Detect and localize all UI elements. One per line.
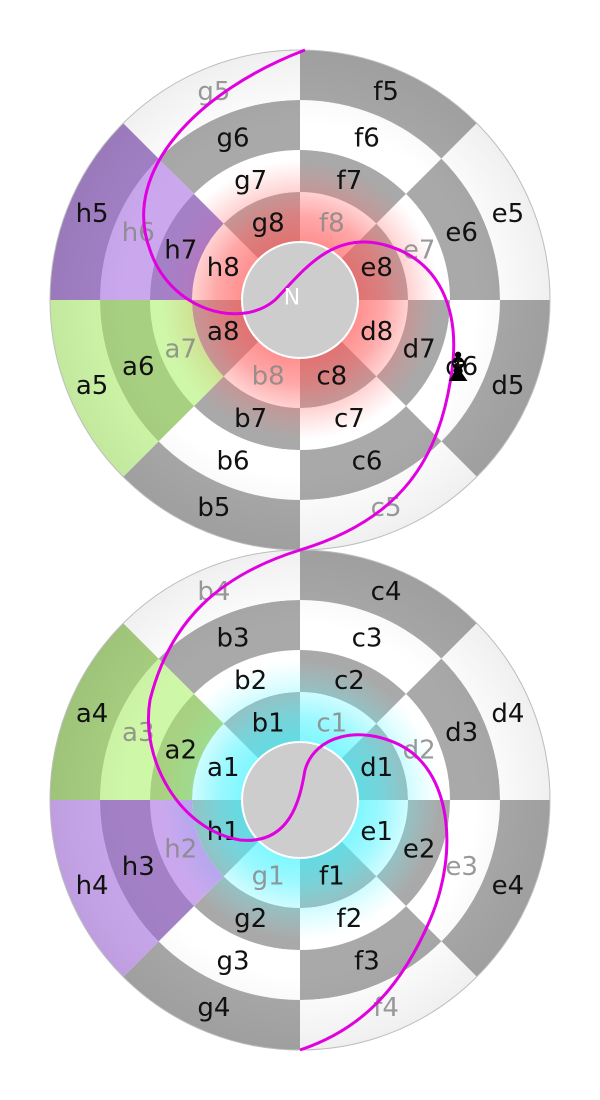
square-label-b1: b1 xyxy=(252,708,285,738)
square-label-f5: f5 xyxy=(373,77,399,107)
lower-board: c1c2c3c4d1d2d3d4e1e2e3e4f1f2f3f4g1g2g3g4… xyxy=(49,549,551,1051)
board-outline xyxy=(49,549,551,1051)
square-label-f2: f2 xyxy=(337,904,363,934)
spiral-move-path xyxy=(142,48,456,1052)
square-label-f4: f4 xyxy=(373,993,399,1023)
square-label-d1: d1 xyxy=(360,753,393,783)
square-label-f6: f6 xyxy=(354,123,380,153)
square-label-h4: h4 xyxy=(76,871,109,901)
square-label-d7: d7 xyxy=(403,334,436,364)
square-label-h8: h8 xyxy=(207,253,240,283)
square-label-g4: g4 xyxy=(197,993,230,1023)
square-label-a1: a1 xyxy=(207,753,239,783)
square-label-g8: g8 xyxy=(252,208,285,238)
square-label-a7: a7 xyxy=(165,334,197,364)
square-label-e1: e1 xyxy=(360,817,393,847)
square-label-h3: h3 xyxy=(122,852,155,882)
square-label-f3: f3 xyxy=(354,947,380,977)
bishop-icon[interactable]: ♝ xyxy=(440,345,476,391)
square-label-g3: g3 xyxy=(216,947,249,977)
square-label-f7: f7 xyxy=(337,166,363,196)
square-label-f1: f1 xyxy=(319,862,345,892)
square-label-b7: b7 xyxy=(234,404,267,434)
square-label-b5: b5 xyxy=(197,493,230,523)
square-label-a2: a2 xyxy=(165,736,197,766)
square-label-c2: c2 xyxy=(334,666,365,696)
square-label-d8: d8 xyxy=(360,317,393,347)
square-label-h6: h6 xyxy=(122,218,155,248)
square-label-a6: a6 xyxy=(122,352,154,382)
square-label-e5: e5 xyxy=(492,199,525,229)
square-label-a5: a5 xyxy=(76,371,108,401)
square-label-c6: c6 xyxy=(352,447,383,477)
square-label-f8: f8 xyxy=(319,208,345,238)
square-label-d5: d5 xyxy=(491,371,524,401)
square-label-b6: b6 xyxy=(216,447,249,477)
square-label-d4: d4 xyxy=(491,699,524,729)
square-label-c7: c7 xyxy=(334,404,365,434)
square-label-g6: g6 xyxy=(216,123,249,153)
square-label-e4: e4 xyxy=(492,871,525,901)
square-label-e6: e6 xyxy=(445,218,478,248)
square-label-c3: c3 xyxy=(352,623,383,653)
square-label-e2: e2 xyxy=(403,834,436,864)
square-label-g7: g7 xyxy=(234,166,267,196)
square-label-h2: h2 xyxy=(164,834,197,864)
hub-label: N xyxy=(284,286,300,311)
square-label-b3: b3 xyxy=(216,623,249,653)
square-label-b2: b2 xyxy=(234,666,267,696)
square-label-c4: c4 xyxy=(371,577,402,607)
upper-board: f8f7f6f5e8e7e6e5d8d7d6d5c8c7c6c5b8b7b6b5… xyxy=(49,49,551,551)
square-label-c1: c1 xyxy=(316,708,347,738)
square-label-h5: h5 xyxy=(76,199,109,229)
square-label-c8: c8 xyxy=(316,362,347,392)
square-label-d3: d3 xyxy=(445,718,478,748)
square-label-g2: g2 xyxy=(234,904,267,934)
square-label-b8: b8 xyxy=(252,362,285,392)
square-label-a8: a8 xyxy=(207,317,239,347)
square-label-e3: e3 xyxy=(445,852,478,882)
square-label-e8: e8 xyxy=(360,253,393,283)
square-label-a4: a4 xyxy=(76,699,108,729)
square-label-g1: g1 xyxy=(252,862,285,892)
square-label-h7: h7 xyxy=(164,236,197,266)
